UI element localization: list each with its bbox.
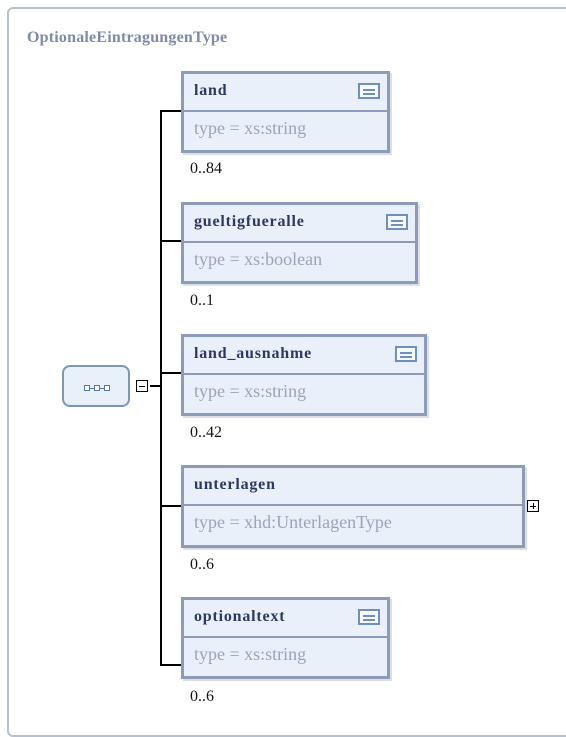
element-type: type = xs:string: [194, 118, 307, 138]
element-land[interactable]: land type = xs:string: [181, 71, 390, 153]
connector-land: [160, 110, 183, 112]
cardinality-unterlagen: 0..6: [190, 556, 214, 573]
element-type: type = xhd:UnterlagenType: [194, 512, 392, 532]
connector-optionaltext: [160, 664, 183, 666]
cardinality-land: 0..84: [190, 160, 222, 177]
connector-land-ausnahme: [160, 372, 183, 374]
connector-unterlagen: [160, 505, 183, 507]
element-name: optionaltext: [194, 608, 286, 625]
connector-gueltigfueralle: [160, 240, 183, 242]
sequence-icon: [84, 385, 110, 391]
connector-vertical: [160, 110, 162, 664]
element-name: unterlagen: [194, 476, 276, 493]
element-gueltigfueralle[interactable]: gueltigfueralle type = xs:boolean: [181, 202, 418, 284]
cardinality-gueltigfueralle: 0..1: [190, 292, 214, 309]
expand-unterlagen-icon[interactable]: [527, 500, 539, 512]
element-name: land_ausnahme: [194, 345, 312, 362]
complex-type-title: OptionaleEintragungenType: [27, 29, 228, 46]
cardinality-optionaltext: 0..6: [190, 688, 214, 705]
annotation-doc-icon: [358, 609, 380, 625]
sequence-compositor[interactable]: [62, 365, 130, 407]
collapse-sequence-icon[interactable]: [136, 380, 148, 392]
element-land-ausnahme[interactable]: land_ausnahme type = xs:string: [181, 334, 427, 416]
element-type: type = xs:string: [194, 644, 307, 664]
element-type: type = xs:string: [194, 381, 307, 401]
cardinality-land-ausnahme: 0..42: [190, 424, 222, 441]
element-optionaltext[interactable]: optionaltext type = xs:string: [181, 597, 390, 679]
element-name: gueltigfueralle: [194, 213, 305, 230]
element-type: type = xs:boolean: [194, 249, 323, 269]
connector-seq: [150, 385, 161, 387]
annotation-doc-icon: [386, 214, 408, 230]
element-unterlagen[interactable]: unterlagen type = xhd:UnterlagenType: [181, 465, 525, 548]
annotation-doc-icon: [395, 346, 417, 362]
element-name: land: [194, 82, 228, 99]
annotation-doc-icon: [358, 83, 380, 99]
